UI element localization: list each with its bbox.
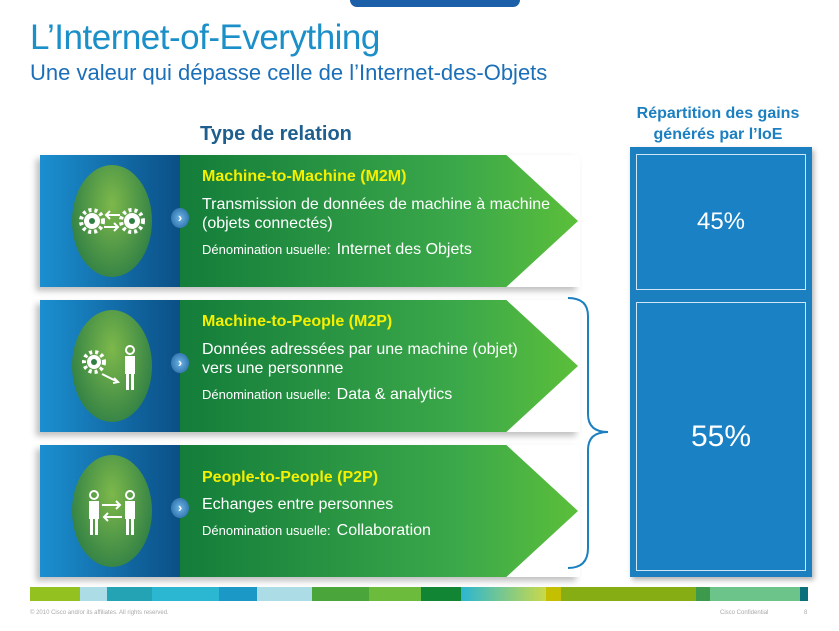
denomination-value: Collaboration [336, 522, 431, 539]
gains-m2m-value: 45% [636, 154, 806, 290]
top-tab [350, 0, 520, 7]
gear-to-person-icon [72, 310, 152, 422]
denomination-value: Internet des Objets [336, 241, 472, 258]
denomination-value: Data & analytics [336, 386, 453, 403]
row-denomination: Dénomination usuelle: Collaboration [202, 522, 431, 540]
chevron-right-icon: › [171, 498, 189, 518]
confidential-label: Cisco Confidential [720, 610, 769, 616]
page-number: 8 [804, 610, 808, 616]
page-subtitle: Une valeur qui dépasse celle de l’Intern… [30, 60, 548, 85]
gains-rest-value: 55% [636, 302, 806, 571]
section-label: Type de relation [200, 123, 352, 145]
gains-heading: Répartition des gains générés par l’IoE [636, 105, 800, 143]
row-description: Transmission de données de machine à mac… [202, 196, 551, 232]
relation-row-m2p: › Machine-to-People (M2P) Données adress… [40, 300, 580, 432]
relation-row-m2m: › Machine-to-Machine (M2M) Transmission … [40, 155, 580, 287]
row-title: People-to-People (P2P) [202, 469, 379, 486]
copyright: © 2010 Cisco and/or its affiliates. All … [30, 610, 169, 616]
row-description: Echanges entre personnes [202, 496, 394, 513]
row-title: Machine-to-Machine (M2M) [202, 168, 407, 185]
denomination-label: Dénomination usuelle: [202, 242, 331, 257]
row-denomination: Dénomination usuelle: Data & analytics [202, 386, 452, 404]
color-bar [30, 587, 808, 601]
row-denomination: Dénomination usuelle: Internet des Objets [202, 241, 472, 259]
gears-exchange-icon [72, 165, 152, 277]
page-title: L’Internet-of-Everything [30, 18, 380, 57]
gains-panel: 45% 55% [630, 147, 812, 577]
denomination-label: Dénomination usuelle: [202, 387, 331, 402]
person-to-person-icon [72, 455, 152, 567]
brace-icon [567, 297, 609, 569]
chevron-right-icon: › [171, 353, 189, 373]
denomination-label: Dénomination usuelle: [202, 523, 331, 538]
chevron-right-icon: › [171, 208, 189, 228]
relation-row-p2p: › People-to-People (P2P) Echanges entre … [40, 445, 580, 577]
row-title: Machine-to-People (M2P) [202, 313, 393, 330]
row-description: Données adressées par une machine (objet… [202, 341, 518, 377]
